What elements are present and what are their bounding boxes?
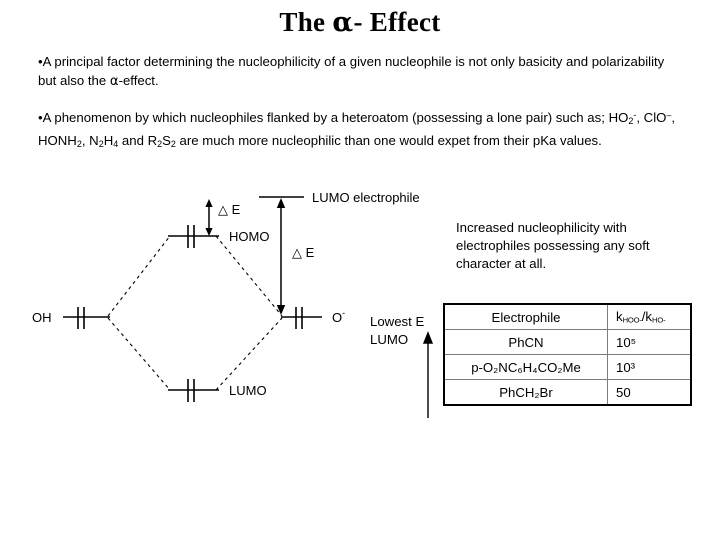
label-o-minus: O- — [332, 308, 345, 325]
label-delta-e-large: △ E — [292, 245, 315, 260]
label-oh: OH — [32, 310, 52, 325]
lowest-energy-lumo-label: Lowest E LUMO — [370, 313, 446, 349]
label-homo: HOMO — [229, 229, 269, 244]
lowest-energy-line-2: LUMO — [370, 332, 409, 347]
table-header-rate-ratio: kHOO-/kHO- — [607, 303, 692, 330]
bullet-2-text-part-7: S — [162, 133, 171, 148]
bullet-2-text-part-6: and R — [118, 133, 158, 148]
delta-e-large-arrowhead-down — [276, 305, 286, 315]
bullet-1-text-part-1: A principal factor determining the nucle… — [38, 54, 665, 88]
formula-superscript: - — [633, 110, 637, 120]
delta-e-small-arrowhead-up — [205, 199, 213, 207]
table-cell-value: 10⁵ — [607, 329, 692, 355]
table-cell-value: 50 — [607, 379, 692, 406]
sidenote-text: Increased nucleophilicity with electroph… — [456, 220, 650, 271]
delta-e-small-arrowhead-down — [205, 228, 213, 236]
formula-subscript: 2 — [157, 139, 163, 150]
table-row: PhCH₂Br 50 — [443, 379, 692, 406]
rate-ratio-table: Electrophile kHOO-/kHO- PhCN 10⁵ p-O₂NC₆… — [443, 303, 692, 406]
label-delta-e-small: △ E — [218, 202, 241, 217]
correlation-line-oh-to-homo — [107, 235, 171, 317]
table-row: PhCN 10⁵ — [443, 329, 692, 355]
title-suffix: - Effect — [353, 7, 441, 37]
header-slash-k2: /k — [641, 309, 653, 325]
title-alpha-symbol: α — [332, 7, 354, 38]
lowest-energy-arrowhead — [422, 331, 434, 344]
table-header-row: Electrophile kHOO-/kHO- — [443, 303, 692, 330]
alpha-symbol: α — [109, 74, 119, 89]
header-k1-subscript: HOO- — [622, 315, 642, 325]
page-title: The α- Effect — [0, 7, 720, 38]
table-cell-electrophile: PhCH₂Br — [443, 379, 608, 406]
lowest-energy-line-1: Lowest E — [370, 314, 425, 329]
formula-subscript: 4 — [113, 139, 119, 150]
correlation-line-oh-to-lumo — [107, 317, 171, 391]
bullet-marker: • — [38, 109, 43, 125]
table-row: p-O₂NC₆H₄CO₂Me 10³ — [443, 354, 692, 380]
correlation-line-lumo-to-ominus — [215, 317, 283, 391]
table-cell-electrophile: PhCN — [443, 329, 608, 355]
label-lumo-bottom: LUMO — [229, 383, 267, 398]
header-k2-subscript: HO- — [652, 315, 666, 325]
table-cell-value: 10³ — [607, 354, 692, 380]
bullet-2-text-part-2: , ClO — [636, 109, 667, 125]
bullet-2-text-part-8: are much more nucleophilic than one woul… — [175, 133, 602, 148]
bullet-2-text-part-5: H — [103, 133, 114, 148]
formula-subscript: 2 — [628, 116, 634, 126]
lowest-energy-up-arrow — [422, 331, 434, 418]
formula-superscript: – — [666, 110, 672, 120]
formula-subscript: 2 — [76, 139, 82, 150]
correlation-line-homo-to-ominus — [215, 235, 283, 317]
delta-e-large-arrowhead-up — [276, 198, 286, 208]
bullet-paragraph-2: •A phenomenon by which nucleophiles flan… — [38, 106, 690, 154]
formula-subscript: 2 — [170, 139, 176, 150]
formula-subscript: 2 — [98, 139, 104, 150]
table-header-electrophile: Electrophile — [443, 303, 608, 330]
bullet-2-text-part-4: , N — [81, 133, 99, 148]
molecular-orbital-diagram: OH HOMO LUMO O- LUMO electrophile △ E △ … — [32, 190, 420, 402]
title-prefix: The — [279, 7, 333, 37]
bullet-2-text-part-1: A phenomenon by which nucleophiles flank… — [42, 109, 629, 125]
table-cell-electrophile: p-O₂NC₆H₄CO₂Me — [443, 354, 608, 380]
label-lumo-electrophile: LUMO electrophile — [312, 190, 420, 205]
bullet-paragraph-1: •A principal factor determining the nucl… — [38, 52, 678, 91]
bullet-2-text-part-3: , HONH — [38, 109, 676, 148]
header-k1: k — [616, 309, 623, 325]
bullet-marker: • — [38, 54, 43, 69]
bullet-1-text-part-2: -effect. — [118, 73, 159, 88]
